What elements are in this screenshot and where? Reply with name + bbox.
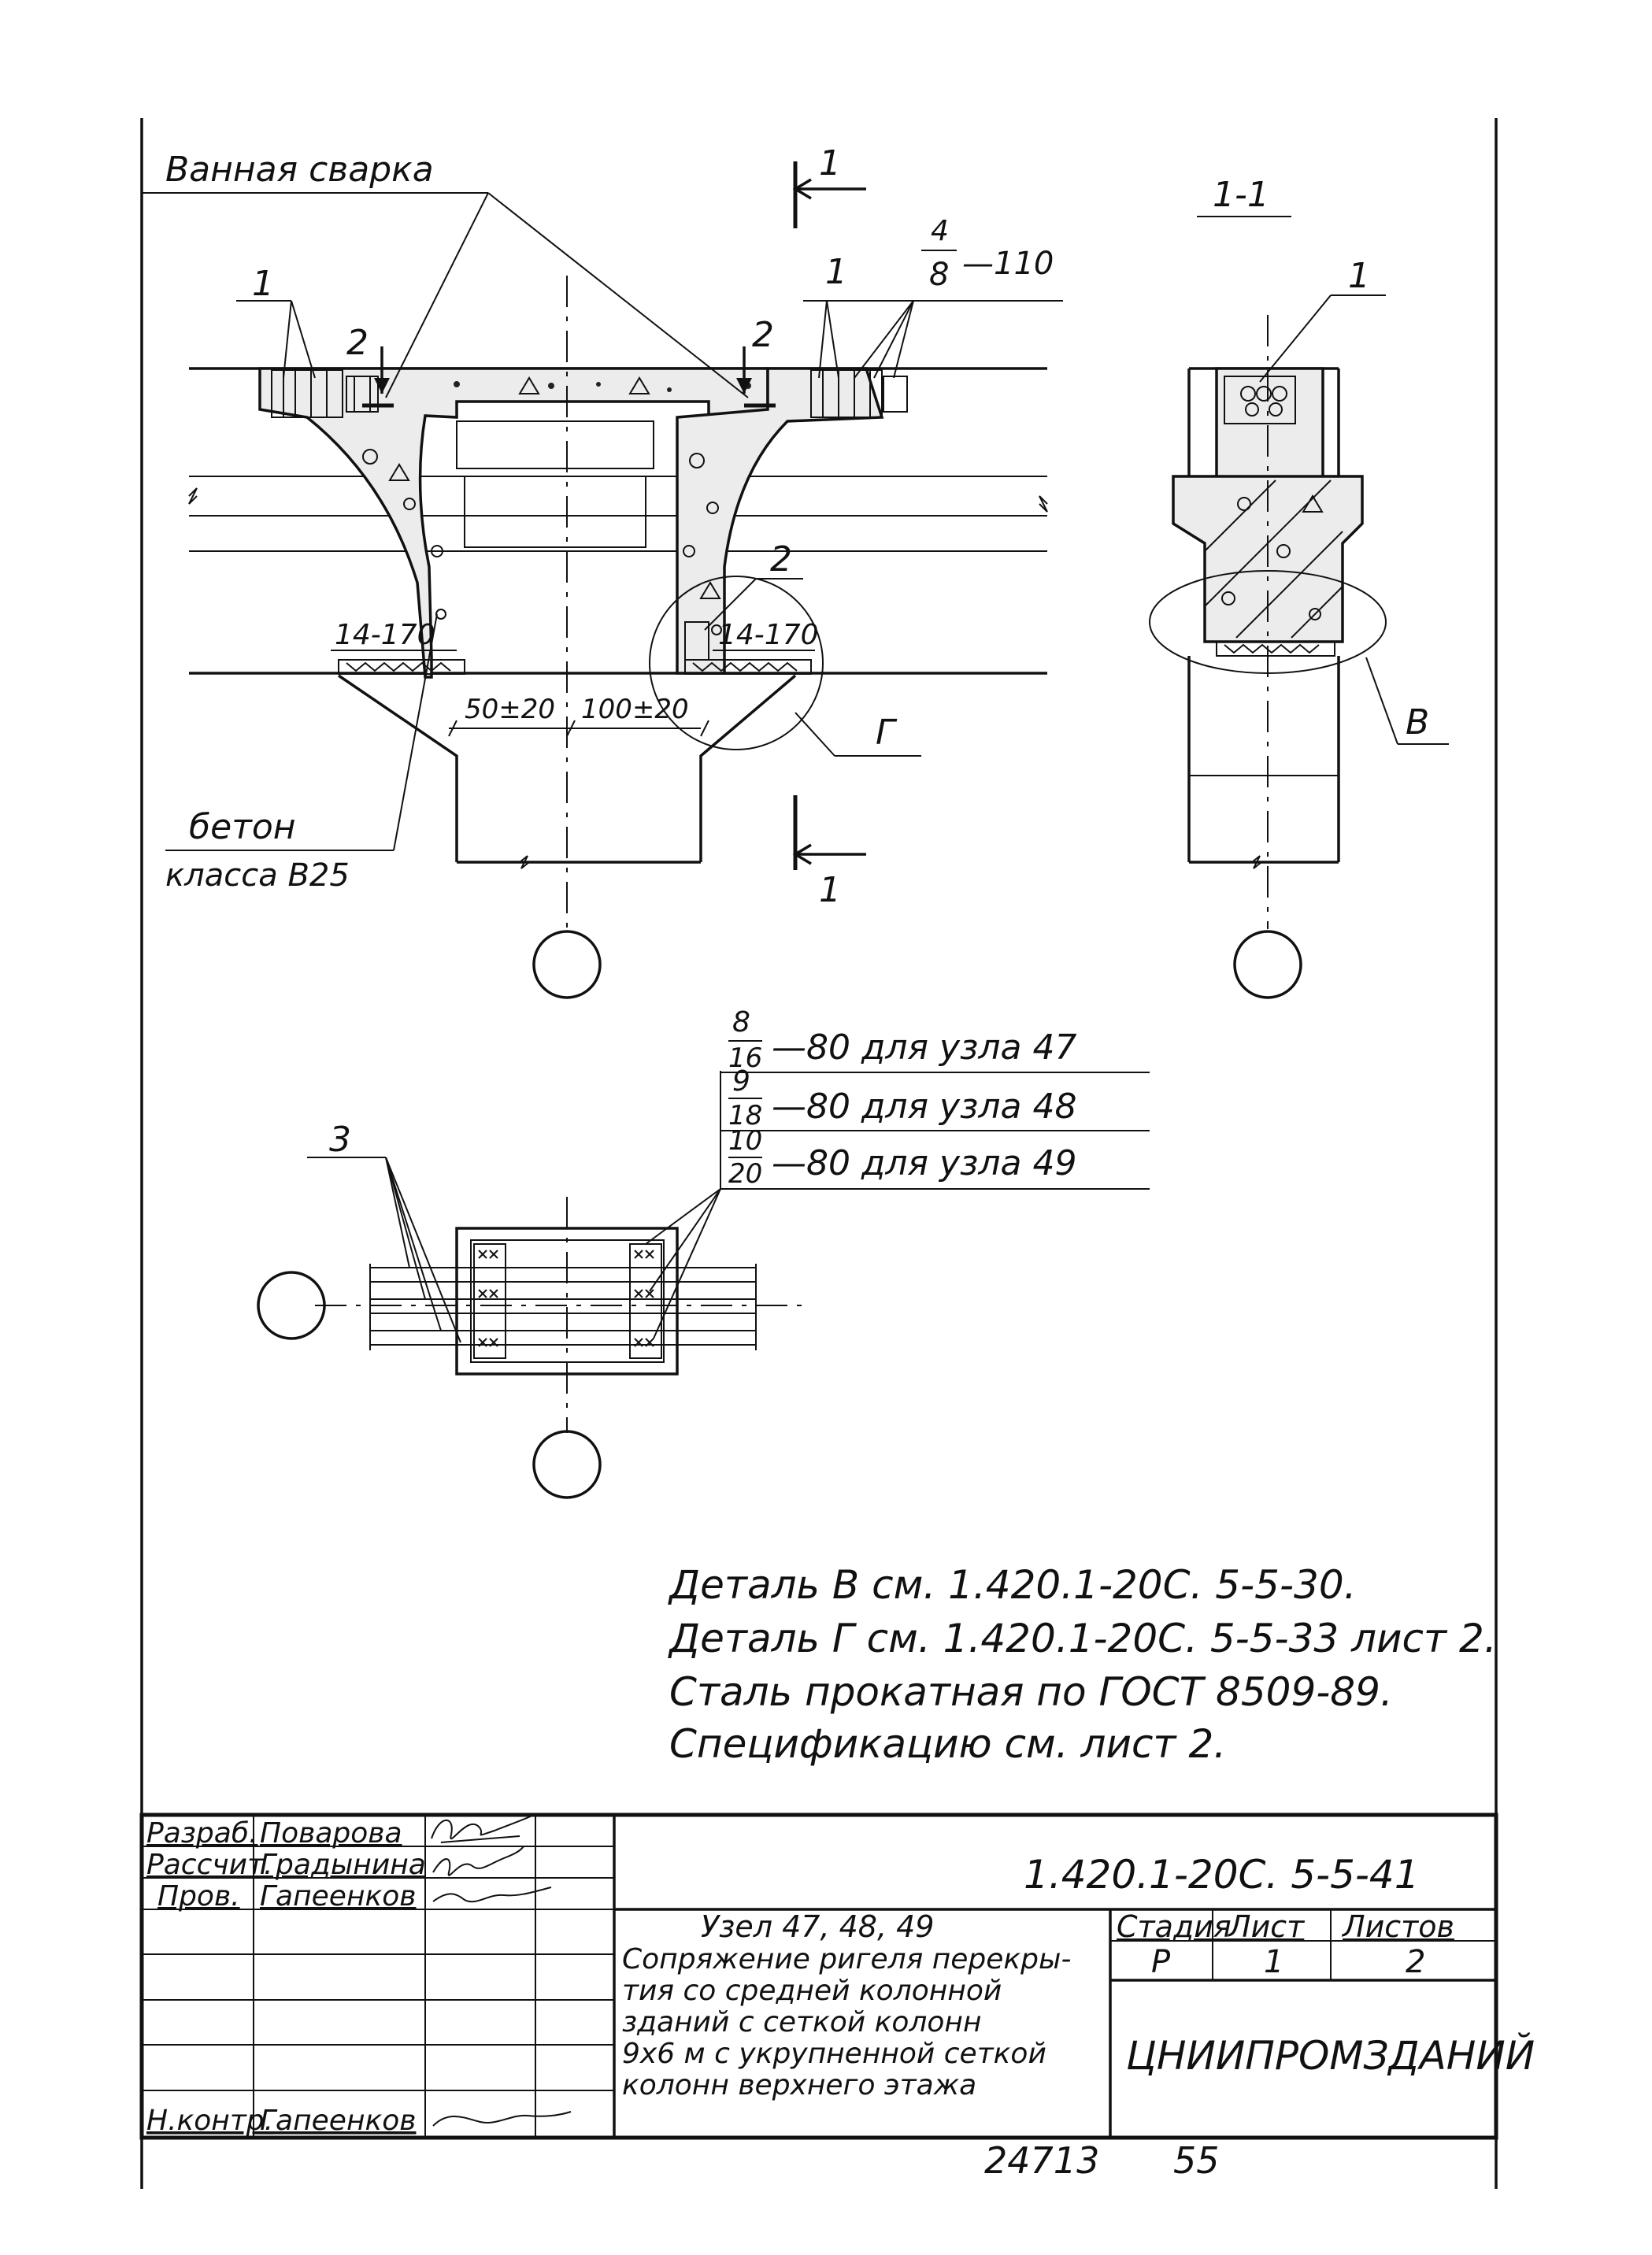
callout-g: Г (876, 713, 898, 753)
plate-note-den-1: 16 (728, 1042, 762, 1074)
section-1-1-title: 1-1 (1213, 175, 1269, 215)
pos-1-left: 1 (252, 264, 274, 304)
tb-role-2: Рассчит. (146, 1849, 272, 1881)
document-code: 1.420.1-20С. 5-5-41 (1024, 1852, 1420, 1898)
callout-v: В (1406, 702, 1429, 742)
plate-note-text-2: —80 для узла 48 (772, 1087, 1076, 1127)
tb-name-2: Градынина (260, 1849, 426, 1881)
pos-1-section: 1 (1348, 256, 1370, 296)
main-elevation: 50±20 100±20 Г 1 1 2 2 2 Ванная сварка 1 (142, 143, 1063, 999)
pos-1-right: 1 (825, 252, 847, 292)
tb-desc-4: зданий с сеткой колонн (622, 2006, 982, 2038)
frac-top-num: 4 (931, 215, 949, 247)
dim-100: 100±20 (581, 694, 689, 725)
plate-note-den-2: 18 (728, 1100, 762, 1131)
tb-desc-2: Сопряжение ригеля перекры- (622, 1943, 1071, 1975)
pos-3: 3 (329, 1120, 351, 1160)
tb-role-1: Разраб. (146, 1817, 257, 1850)
tb-stage-header: Стадия (1117, 1909, 1232, 1944)
plate-note-num-2: 9 (732, 1065, 750, 1098)
tb-desc-6: колонн верхнего этажа (622, 2069, 976, 2101)
tb-sheet-header: Лист (1227, 1909, 1306, 1944)
page-number: 55 (1173, 2139, 1220, 2182)
plate-note-den-3: 20 (728, 1158, 762, 1190)
tb-role-3: Пров. (157, 1880, 240, 1912)
title-block: Разраб. Поварова Рассчит. Градынина Пров… (139, 1813, 1535, 2140)
pos-2-left: 2 (346, 323, 369, 363)
section-hatch (1204, 480, 1343, 639)
plan-view: 3 8 16 —80 для узла 47 9 18 —80 для узла… (257, 1006, 1150, 1499)
tb-desc-5: 9х6 м с укрупненной сеткой (622, 2038, 1046, 2070)
label-bath-welding: Ванная сварка (165, 150, 434, 190)
tb-name-3: Гапеенков (260, 1880, 416, 1912)
notes: Деталь В см. 1.420.1-20С. 5-5-30. Деталь… (668, 1562, 1497, 1767)
concrete-line-1: бетон (189, 807, 296, 847)
dim-14-170-left: 14-170 (335, 619, 435, 651)
tb-stage: Р (1151, 1944, 1171, 1980)
plan-weld-marks (478, 1250, 654, 1347)
tb-sheet: 1 (1264, 1944, 1283, 1980)
tb-sheets: 2 (1406, 1944, 1425, 1980)
plate-note-num-3: 10 (728, 1125, 762, 1157)
axis-bubble-main (532, 930, 602, 999)
note-2: Деталь Г см. 1.420.1-20С. 5-5-33 лист 2. (668, 1616, 1497, 1661)
tb-sheets-header: Листов (1341, 1909, 1454, 1944)
axis-bubble-plan-bottom (532, 1430, 602, 1499)
tb-org: ЦНИИПРОМЗДАНИЙ (1126, 2032, 1535, 2079)
pos-2-right: 2 (752, 315, 774, 355)
tb-desc-3: тия со средней колонной (622, 1975, 1002, 2007)
note-1: Деталь В см. 1.420.1-20С. 5-5-30. (668, 1562, 1357, 1608)
detail-circle-g (649, 576, 824, 750)
section-mark-1-bottom: 1 (819, 870, 841, 910)
tb-name-7: Гапеенков (260, 2105, 416, 2137)
frac-top-den: 8 (929, 257, 949, 293)
footer: 24713 55 (984, 2139, 1220, 2182)
note-3: Сталь прокатная по ГОСТ 8509-89. (669, 1669, 1393, 1715)
tb-name-1: Поварова (260, 1817, 402, 1850)
tb-desc-1: Узел 47, 48, 49 (701, 1909, 935, 1944)
concrete-line-2: класса В25 (165, 857, 350, 894)
section-mark-1-top: 1 (819, 143, 841, 183)
plate-note-text-1: —80 для узла 47 (772, 1028, 1076, 1068)
section-1-1: 1-1 (1149, 175, 1449, 999)
pos-2-column: 2 (770, 539, 792, 579)
dim-50: 50±20 (465, 694, 555, 725)
frac-top-suffix: —110 (962, 246, 1054, 282)
inventory-number: 24713 (984, 2139, 1099, 2182)
axis-bubble-section (1233, 930, 1302, 999)
plate-note-text-3: —80 для узла 49 (772, 1143, 1076, 1183)
note-4: Спецификацию см. лист 2. (669, 1721, 1226, 1767)
axis-bubble-plan-left (257, 1271, 326, 1340)
dim-14-170-right: 14-170 (718, 619, 819, 651)
tb-role-7: Н.контр. (146, 2105, 273, 2137)
plate-note-num-1: 8 (732, 1006, 750, 1039)
signatures (431, 1814, 572, 2127)
bolt-group-left (271, 369, 379, 418)
